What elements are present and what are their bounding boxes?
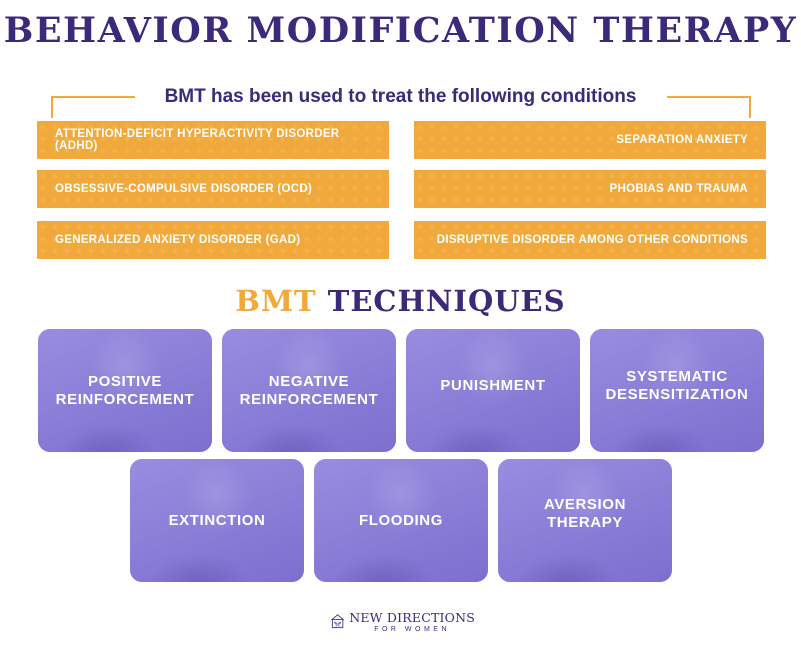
condition-adhd: ATTENTION-DEFICIT HYPERACTIVITY DISORDER… [37, 121, 389, 159]
technique-card-systematic-desensitization: SYSTEMATIC DESENSITIZATION [590, 329, 764, 452]
photo-background [38, 329, 212, 452]
technique-label: EXTINCTION [168, 511, 266, 529]
photo-background [498, 459, 672, 582]
photo-background [314, 459, 488, 582]
photo-background [590, 329, 764, 452]
techniques-heading: BMT TECHNIQUES [0, 284, 801, 318]
techniques-heading-techniques: TECHNIQUES [327, 284, 566, 318]
technique-card-extinction: EXTINCTION [130, 459, 304, 582]
technique-card-aversion-therapy: AVERSION THERAPY [498, 459, 672, 582]
condition-gad: GENERALIZED ANXIETY DISORDER (GAD) [37, 221, 389, 259]
technique-card-positive-reinforcement: POSITIVE REINFORCEMENT [38, 329, 212, 452]
photo-background [130, 459, 304, 582]
logo-text: NEW DIRECTIONS FOR WOMEN [349, 610, 475, 633]
photo-background [222, 329, 396, 452]
condition-separation-anxiety: SEPARATION ANXIETY [414, 121, 766, 159]
technique-label: NEGATIVE REINFORCEMENT [239, 372, 379, 408]
brand-logo: NEW DIRECTIONS FOR WOMEN [330, 603, 475, 639]
logo-sub-text: FOR WOMEN [374, 625, 451, 633]
technique-card-punishment: PUNISHMENT [406, 329, 580, 452]
technique-label: PUNISHMENT [440, 376, 546, 394]
techniques-heading-bmt: BMT [235, 284, 317, 318]
technique-card-flooding: FLOODING [314, 459, 488, 582]
butterfly-house-logo-icon [331, 614, 345, 629]
bracket-right-decoration [667, 96, 751, 118]
condition-disruptive-disorder: DISRUPTIVE DISORDER AMONG OTHER CONDITIO… [414, 221, 766, 259]
technique-label: SYSTEMATIC DESENSITIZATION [605, 367, 749, 403]
subtitle: BMT has been used to treat the following… [164, 86, 637, 107]
technique-label: AVERSION THERAPY [543, 495, 627, 531]
technique-label: FLOODING [359, 511, 443, 529]
logo-main-text: NEW DIRECTIONS [349, 609, 475, 625]
technique-label: POSITIVE REINFORCEMENT [55, 372, 195, 408]
condition-ocd: OBSESSIVE-COMPULSIVE DISORDER (OCD) [37, 170, 389, 208]
subtitle-row: BMT has been used to treat the following… [0, 84, 801, 118]
technique-card-negative-reinforcement: NEGATIVE REINFORCEMENT [222, 329, 396, 452]
bracket-left-decoration [51, 96, 135, 118]
photo-background [406, 329, 580, 452]
page-title: BEHAVIOR MODIFICATION THERAPY [3, 10, 798, 51]
condition-phobias-trauma: PHOBIAS AND TRAUMA [414, 170, 766, 208]
